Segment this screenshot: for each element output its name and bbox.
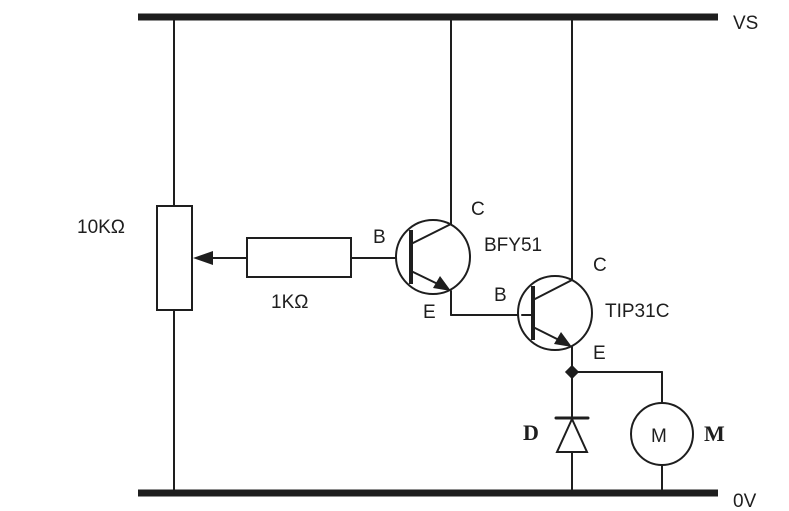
transistor-1-base-label: B [373, 227, 386, 248]
diode-symbol [555, 416, 589, 453]
vs-rail-label: VS [733, 13, 758, 34]
diode-label: D [523, 420, 539, 445]
transistor-1-name: BFY51 [484, 235, 542, 256]
transistor-2-base-label: B [494, 285, 507, 306]
transistor-1-emitter-arrow-icon [433, 276, 451, 291]
base-resistor [246, 237, 352, 278]
transistor-1-emitter-label: E [423, 302, 436, 323]
potentiometer-label: 10KΩ [77, 217, 125, 238]
ground-rail-label: 0V [733, 491, 757, 511]
transistor-2-collector-label: C [593, 255, 607, 276]
potentiometer [156, 205, 193, 311]
transistor-2-emitter-arrow-icon [554, 332, 572, 347]
transistor-2-emitter-label: E [593, 343, 606, 364]
transistor-2-collector-lead [532, 279, 573, 301]
base-resistor-label: 1KΩ [271, 292, 308, 313]
transistor-2-body [517, 275, 593, 351]
transistor-2-name: TIP31C [605, 301, 669, 322]
motor-symbol-letter: M [651, 426, 667, 447]
wiper-arrow-icon [193, 251, 213, 265]
transistor-1-collector-label: C [471, 199, 485, 220]
motor-label: M [704, 421, 725, 446]
transistor-1-body [395, 219, 471, 295]
transistor-1-collector-lead [410, 223, 452, 245]
